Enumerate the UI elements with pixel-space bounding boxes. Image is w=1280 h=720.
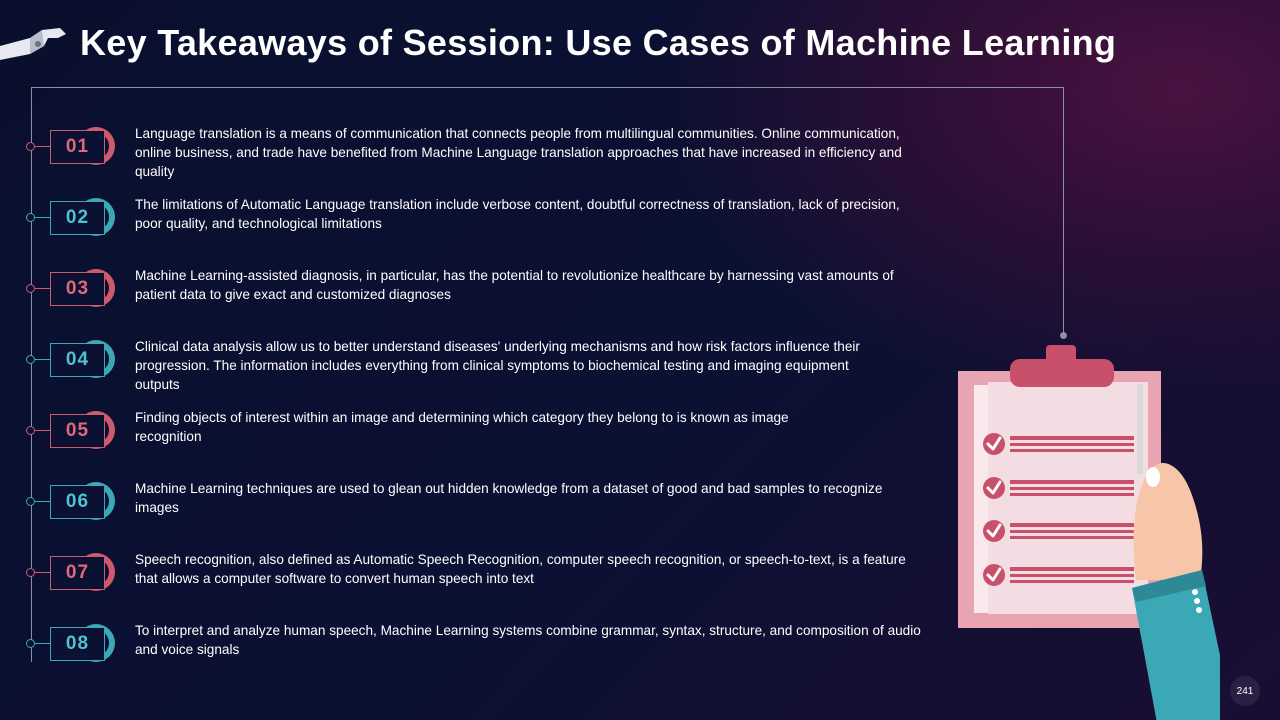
timeline-connector	[35, 146, 50, 147]
timeline-connector	[35, 572, 50, 573]
timeline-connector	[35, 501, 50, 502]
item-number-badge: 07	[50, 556, 105, 590]
item-text: Clinical data analysis allow us to bette…	[135, 339, 860, 393]
takeaway-item-07: 07 Speech recognition, also defined as A…	[25, 552, 925, 613]
item-number-badge: 01	[50, 130, 105, 164]
timeline-connector	[35, 217, 50, 218]
item-number-badge: 05	[50, 414, 105, 448]
takeaway-item-04: 04 Clinical data analysis allow us to be…	[25, 339, 925, 400]
robot-hand-icon	[0, 28, 66, 60]
item-text: Language translation is a means of commu…	[135, 126, 902, 180]
item-text: Speech recognition, also defined as Auto…	[135, 552, 906, 587]
item-text: Finding objects of interest within an im…	[135, 410, 789, 445]
item-number-badge: 03	[50, 272, 105, 306]
timeline-dot	[26, 213, 35, 222]
timeline-dot	[26, 497, 35, 506]
frame-line-right	[1063, 87, 1064, 335]
item-text: To interpret and analyze human speech, M…	[135, 623, 921, 658]
page-number: 241	[1230, 676, 1260, 706]
item-number-badge: 02	[50, 201, 105, 235]
timeline-connector	[35, 288, 50, 289]
item-text: Machine Learning techniques are used to …	[135, 481, 883, 516]
takeaway-item-01: 01 Language translation is a means of co…	[25, 126, 925, 187]
timeline-dot	[26, 568, 35, 577]
takeaway-item-08: 08 To interpret and analyze human speech…	[25, 623, 925, 684]
takeaway-item-06: 06 Machine Learning techniques are used …	[25, 481, 925, 542]
takeaway-item-05: 05 Finding objects of interest within an…	[25, 410, 925, 471]
timeline-dot	[26, 142, 35, 151]
takeaway-item-02: 02 The limitations of Automatic Language…	[25, 197, 925, 258]
timeline-dot	[26, 284, 35, 293]
timeline-dot	[26, 639, 35, 648]
timeline-dot	[26, 355, 35, 364]
item-number-badge: 06	[50, 485, 105, 519]
frame-line-left	[31, 87, 32, 662]
timeline-connector	[35, 643, 50, 644]
frame-line-knob	[1060, 332, 1067, 339]
item-number-badge: 04	[50, 343, 105, 377]
item-text: Machine Learning-assisted diagnosis, in …	[135, 268, 894, 303]
timeline-connector	[35, 430, 50, 431]
takeaway-item-03: 03 Machine Learning-assisted diagnosis, …	[25, 268, 925, 329]
clipboard-checklist-icon	[958, 345, 1220, 720]
frame-line-top	[31, 87, 1063, 88]
timeline-connector	[35, 359, 50, 360]
timeline-dot	[26, 426, 35, 435]
slide-title: Key Takeaways of Session: Use Cases of M…	[80, 22, 1117, 63]
item-text: The limitations of Automatic Language tr…	[135, 197, 900, 232]
item-number-badge: 08	[50, 627, 105, 661]
